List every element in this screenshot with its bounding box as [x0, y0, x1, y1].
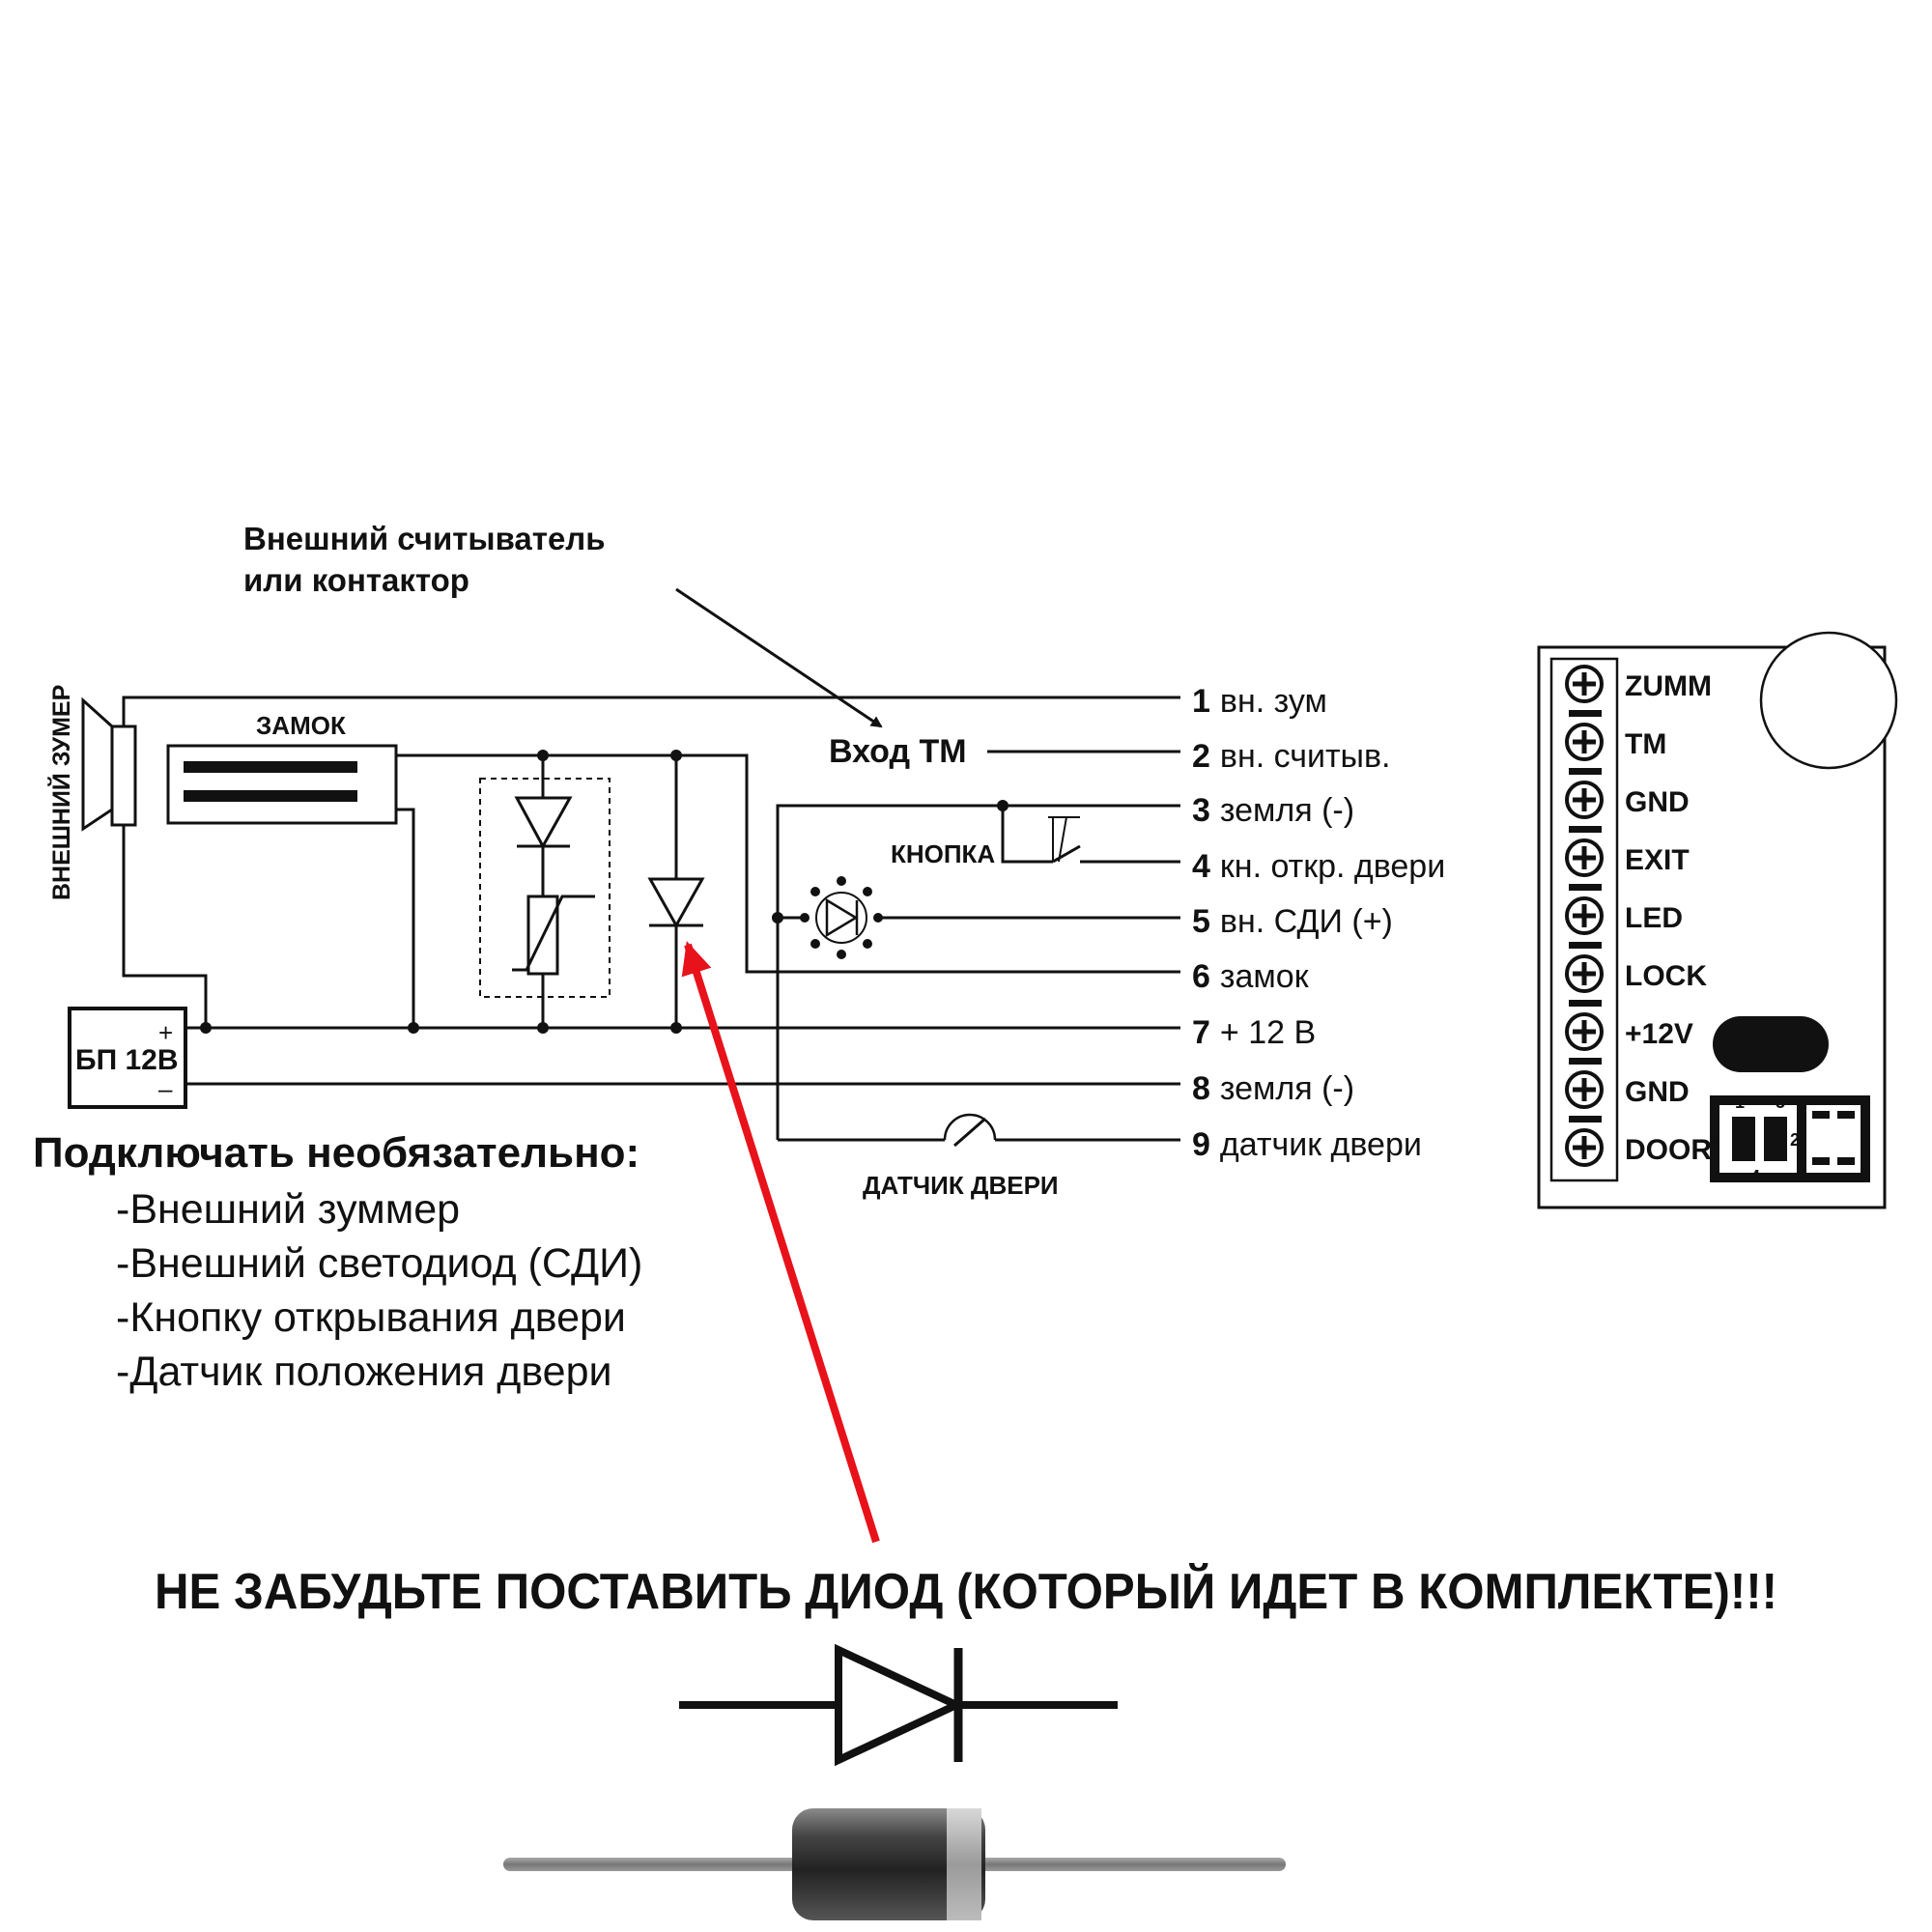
terminal-row: 7 + 12 В [1192, 1014, 1316, 1051]
protection-block [479, 778, 611, 998]
terminal-row: 1 вн. зум [1192, 683, 1327, 720]
board-pin-label: LOCK [1625, 960, 1707, 992]
diode-symbol-large [679, 1643, 1118, 1767]
terminal-label: земля (-) [1220, 792, 1354, 829]
terminal-num: 1 [1192, 683, 1210, 720]
terminal-label: вн. считыв. [1220, 738, 1391, 775]
terminal-row: 2 вн. считыв. [1192, 738, 1391, 775]
lock-diode-symbol [647, 877, 705, 929]
terminal-screw [1565, 896, 1604, 949]
psu-plus: + [158, 1018, 173, 1047]
led-symbol [800, 876, 883, 959]
optional-item: -Датчик положения двери [116, 1349, 612, 1395]
board-pin-label: ZUMM [1625, 670, 1712, 702]
terminal-num: 8 [1192, 1070, 1210, 1107]
board-pin-label: +12V [1625, 1018, 1693, 1050]
terminal-row: 9 датчик двери [1192, 1126, 1422, 1163]
controller-board: ZUMM TM GND EXIT LED LOCK +12V GND DOOR 1 5 3 2 … [1537, 631, 1898, 1209]
terminal-screw [1565, 1128, 1604, 1167]
board-pin-label: LED [1625, 902, 1683, 934]
terminal-row: 3 земля (-) [1192, 792, 1354, 829]
wires [122, 696, 1180, 1142]
psu-box [68, 1007, 187, 1109]
jumper-number: 2 [1790, 1130, 1800, 1150]
red-arrow [681, 941, 880, 1544]
board-pin-label: EXIT [1625, 844, 1690, 876]
reader-arrow [675, 587, 883, 728]
board-pin-label: GND [1625, 1076, 1690, 1108]
terminal-num: 3 [1192, 792, 1210, 829]
optional-item: -Кнопку открывания двери [116, 1294, 626, 1341]
junction-dots [200, 750, 1009, 1034]
terminal-row: 8 земля (-) [1192, 1070, 1354, 1107]
terminal-num: 7 [1192, 1014, 1210, 1051]
terminal-label: датчик двери [1220, 1126, 1422, 1163]
door-sensor-label: ДАТЧИК ДВЕРИ [863, 1171, 1059, 1200]
terminal-num: 4 [1192, 848, 1210, 885]
warning-text: НЕ ЗАБУДЬТЕ ПОСТАВИТЬ ДИОД (КОТОРЫЙ ИДЕТ… [155, 1563, 1777, 1620]
optional-title: Подключать необязательно: [33, 1129, 639, 1177]
jumper-number: 1 [1735, 1093, 1745, 1112]
lock-symbol [166, 744, 398, 825]
board-pin-label: GND [1625, 786, 1690, 818]
board-pin-label: DOOR [1625, 1134, 1712, 1166]
terminal-num: 6 [1192, 958, 1210, 995]
lock-label: ЗАМОК [256, 711, 346, 740]
terminal-screw [1565, 665, 1604, 717]
terminal-num: 5 [1192, 903, 1210, 940]
terminal-screw [1565, 954, 1604, 1007]
jumper-block: 1 5 3 2 4 [1710, 1093, 1870, 1186]
tm-input-label: Вход ТМ [829, 733, 967, 770]
reader-note-line2: или контактор [243, 562, 469, 598]
board-mount-hole [1759, 631, 1898, 770]
jumper-number: 4 [1750, 1167, 1760, 1186]
buzzer-label: ВНЕШНИЙ ЗУМЕР [46, 685, 75, 900]
terminal-screw [1565, 781, 1604, 833]
door-sensor-symbol [943, 1113, 997, 1148]
terminal-screw [1565, 723, 1604, 775]
jumper-number: 3 [1710, 1130, 1719, 1150]
terminal-row: 5 вн. СДИ (+) [1192, 903, 1393, 940]
terminal-label: вн. СДИ (+) [1220, 903, 1393, 940]
terminal-label: замок [1220, 958, 1310, 995]
terminal-num: 2 [1192, 738, 1210, 775]
terminal-screw [1565, 1070, 1604, 1122]
optional-item: -Внешний светодиод (СДИ) [116, 1240, 642, 1287]
terminal-label: земля (-) [1220, 1070, 1354, 1107]
terminal-row: 6 замок [1192, 958, 1310, 995]
terminal-list: 1 вн. зум 2 вн. считыв. 3 земля (-) 4 кн. от… [1192, 683, 1445, 1163]
terminal-screw [1565, 1012, 1604, 1065]
terminal-label: вн. зум [1220, 683, 1327, 720]
psu-label: БП 12В [75, 1044, 179, 1076]
jumper-number: 5 [1776, 1093, 1785, 1112]
buzzer-symbol [81, 696, 137, 832]
terminal-screw [1565, 838, 1604, 891]
button-label: КНОПКА [891, 839, 995, 868]
board-pin-label: TM [1625, 728, 1666, 760]
optional-item: -Внешний зуммер [116, 1186, 460, 1233]
button-symbol [1048, 816, 1081, 864]
reader-note-line1: Внешний считыватель [243, 521, 606, 556]
diode-component-image [503, 1808, 1286, 1920]
board-oval-component [1713, 1016, 1829, 1072]
psu-minus: – [158, 1074, 173, 1103]
terminal-row: 4 кн. откр. двери [1192, 848, 1445, 885]
terminal-num: 9 [1192, 1126, 1210, 1163]
terminal-label: + 12 В [1220, 1014, 1316, 1051]
terminal-label: кн. откр. двери [1220, 848, 1445, 885]
